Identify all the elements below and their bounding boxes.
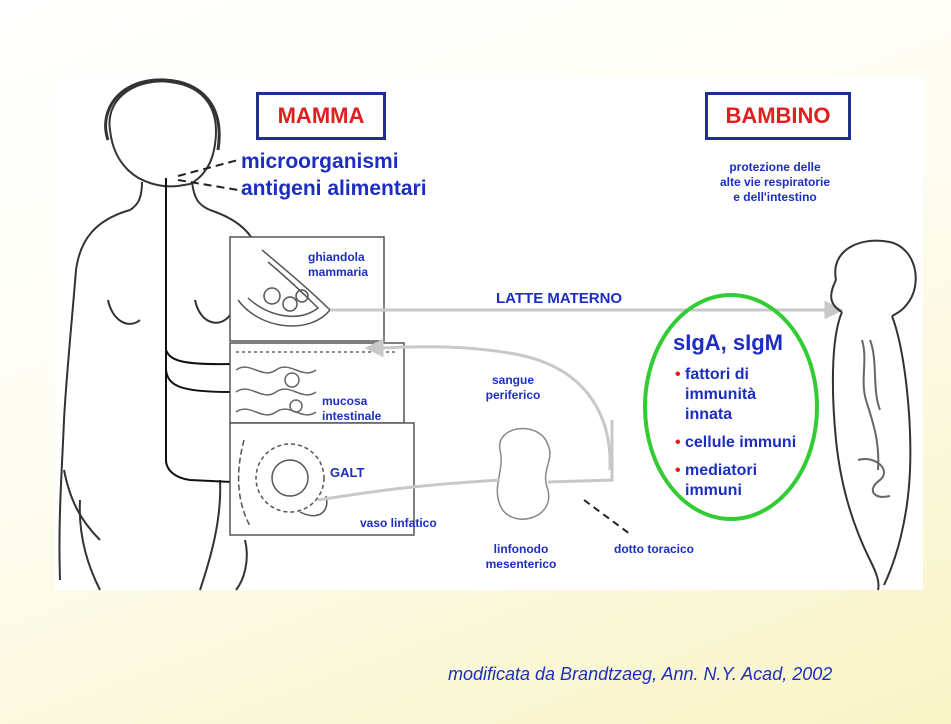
label-mucosa-line1: mucosa — [322, 394, 381, 409]
bambino-title-box: BAMBINO — [705, 92, 851, 140]
immune-factors-list: • fattori di immunità innata • cellule i… — [675, 365, 825, 509]
baby-protection-text: protezione delle alte vie respiratorie e… — [690, 160, 860, 205]
oval-title: sIgA, sIgM — [673, 330, 783, 356]
mother-hip-right — [200, 480, 220, 590]
lymph-node-sketch — [497, 429, 550, 520]
label-mammary: ghiandola mammaria — [308, 250, 368, 280]
mother-hair — [106, 80, 220, 150]
oval-item-mediators-line1: mediatori — [685, 461, 825, 481]
label-mammary-line1: ghiandola — [308, 250, 368, 265]
bullet-marker: • — [675, 365, 681, 385]
oval-item-innate-line3: innata — [685, 405, 825, 425]
mother-head — [110, 81, 216, 186]
mother-neck-left — [130, 182, 142, 210]
oval-item-innate: • fattori di immunità innata — [675, 365, 825, 425]
thoracic-path — [548, 420, 612, 482]
label-lymph-vessel: vaso linfatico — [360, 516, 437, 531]
label-mucosa-line2: intestinale — [322, 409, 381, 424]
baby-figure — [831, 241, 916, 590]
mother-leg-left — [80, 500, 100, 590]
label-antigeni: antigeni alimentari — [241, 175, 427, 202]
label-blood-line1: sangue — [478, 373, 548, 388]
baby-body — [833, 312, 879, 590]
mother-arm-right — [236, 540, 247, 590]
baby-back — [884, 316, 910, 585]
mother-breast — [195, 300, 232, 323]
baby-gut — [862, 340, 878, 470]
mamma-title-box: MAMMA — [256, 92, 386, 140]
label-microorganismi: microorganismi — [241, 148, 399, 175]
label-mucosa: mucosa intestinale — [322, 394, 381, 424]
oval-item-cells: • cellule immuni — [675, 433, 825, 453]
label-lymph-node: linfonodo mesenterico — [476, 542, 566, 572]
bullet-marker: • — [675, 433, 681, 453]
label-thoracic-duct: dotto toracico — [614, 542, 694, 557]
label-lymph-node-line2: mesenterico — [476, 557, 566, 572]
oval-item-innate-line2: immunità — [685, 385, 825, 405]
label-galt: GALT — [330, 465, 364, 480]
oval-item-innate-line1: fattori di — [685, 365, 825, 385]
oval-item-mediators-line2: immuni — [685, 481, 825, 501]
oval-item-mediators: • mediatori immuni — [675, 461, 825, 501]
mother-figure — [59, 80, 258, 590]
label-mammary-line2: mammaria — [308, 265, 368, 280]
mother-body-left — [59, 210, 130, 580]
oval-item-cells-line1: cellule immuni — [685, 433, 825, 453]
baby-protection-line1: protezione delle — [690, 160, 860, 175]
label-blood-line2: periferico — [478, 388, 548, 403]
mother-tract — [166, 178, 232, 482]
baby-protection-line2: alte vie respiratorie — [690, 175, 860, 190]
baby-protection-line3: e dell'intestino — [690, 190, 860, 205]
baby-head — [835, 241, 915, 316]
bambino-title: BAMBINO — [725, 103, 830, 129]
mother-torso-line — [108, 300, 140, 324]
mamma-title: MAMMA — [278, 103, 365, 129]
thoracic-pointer — [584, 500, 630, 534]
label-blood: sangue periferico — [478, 373, 548, 403]
label-lymph-node-line1: linfonodo — [476, 542, 566, 557]
mother-neck-right — [192, 182, 210, 210]
bullet-marker: • — [675, 461, 681, 481]
source-credit: modificata da Brandtzaeg, Ann. N.Y. Acad… — [448, 664, 832, 685]
label-latte-materno: LATTE MATERNO — [496, 290, 622, 307]
